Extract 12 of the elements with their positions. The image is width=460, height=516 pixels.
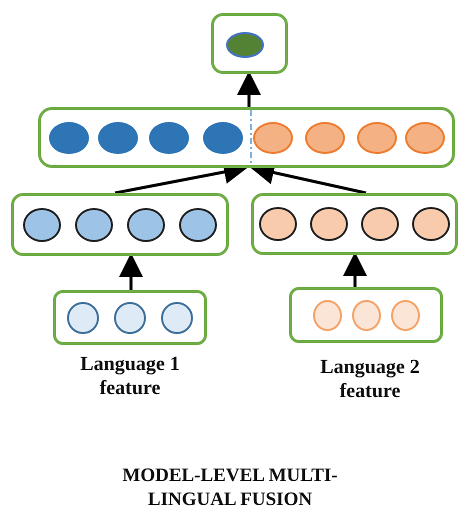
caption: MODEL-LEVEL MULTI-LINGUAL FUSION (121, 464, 339, 512)
arrow (237, 71, 261, 107)
arrow (119, 253, 143, 290)
input-label: Language 2 feature (319, 355, 421, 403)
layer-box (11, 193, 229, 256)
layer-box (251, 193, 458, 255)
input-label: Language 1 feature (79, 352, 181, 400)
layer-box (38, 107, 455, 168)
layer-box (289, 287, 443, 343)
layer-box (211, 13, 288, 74)
arrow (343, 252, 367, 287)
layer-box (53, 290, 207, 345)
